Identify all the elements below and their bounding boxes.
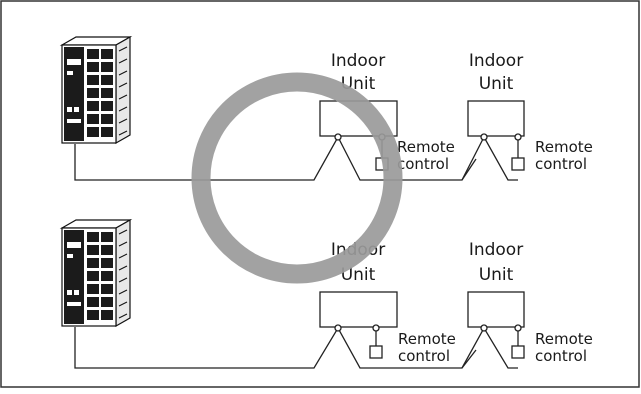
remote-control-label: control	[535, 347, 587, 365]
remote-control-label: Remote	[397, 138, 455, 156]
indoor-unit-label: Indoor	[469, 240, 523, 260]
indoor-unit-box	[467, 100, 525, 137]
indoor-unit-label: Unit	[479, 74, 514, 94]
remote-control-label: control	[398, 347, 450, 365]
remote-control-icon	[511, 157, 525, 171]
outdoor-unit-icon	[61, 36, 131, 144]
indoor-unit-label: Unit	[341, 265, 376, 285]
indoor-unit-label: Unit	[479, 265, 514, 285]
indoor-unit-box	[319, 291, 398, 328]
indoor-unit-label: Indoor	[331, 51, 385, 71]
remote-control-label: Remote	[535, 330, 593, 348]
indoor-unit-label: Indoor	[469, 51, 523, 71]
remote-control-label: control	[397, 155, 449, 173]
correct-mark-ring-icon	[191, 72, 403, 284]
outdoor-unit-icon	[61, 219, 131, 327]
remote-control-label: Remote	[398, 330, 456, 348]
remote-control-icon	[511, 345, 525, 359]
remote-control-label: control	[535, 155, 587, 173]
remote-control-label: Remote	[535, 138, 593, 156]
remote-control-icon	[369, 345, 383, 359]
indoor-unit-box	[467, 291, 525, 328]
